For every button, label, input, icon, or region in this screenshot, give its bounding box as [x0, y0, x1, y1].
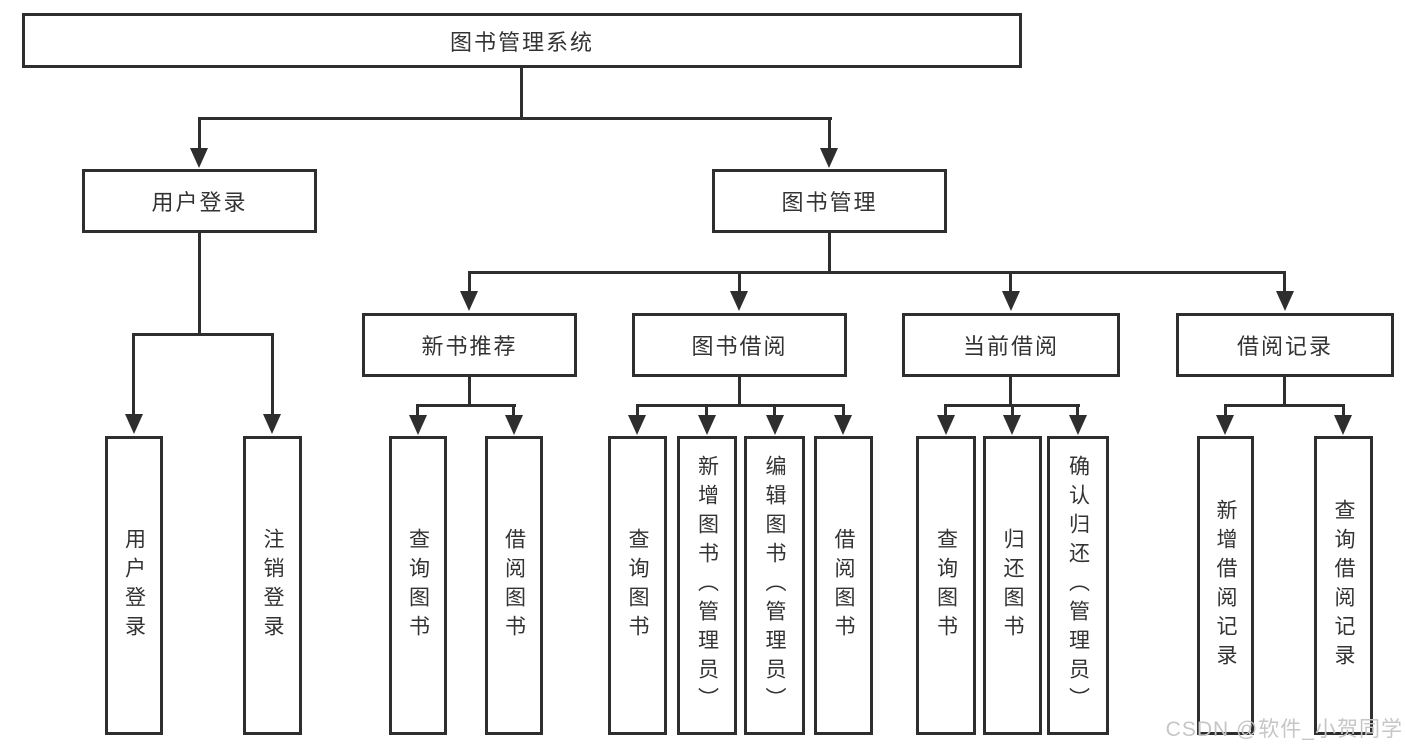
- arrowhead-currentborrow: [1002, 291, 1020, 311]
- connector-userlogin-stem: [198, 231, 201, 335]
- arrowhead-bookmgmt: [820, 148, 838, 168]
- connector-borrowrecord-bar: [1224, 404, 1345, 407]
- connector-br-query-drop: [1342, 404, 1345, 417]
- connector-bookborrow-bar: [636, 404, 844, 407]
- leaf-bb-edit-books-admin: 编辑图书（管理员）: [744, 436, 805, 735]
- arrowhead-userlogin: [190, 148, 208, 168]
- node-new-book-recommend: 新书推荐: [362, 313, 577, 377]
- leaf-nb-borrow-books-label: 借阅图书: [502, 527, 526, 644]
- arrowhead-bb-query: [628, 415, 646, 435]
- arrowhead-bb-borrow: [834, 415, 852, 435]
- node-current-borrowing: 当前借阅: [902, 313, 1120, 377]
- leaf-logout: 注销登录: [243, 436, 302, 735]
- connector-nb-query-drop: [416, 404, 419, 417]
- connector-level1-bar: [198, 117, 832, 120]
- arrowhead-bb-add: [698, 415, 716, 435]
- connector-bb-add-drop: [705, 404, 708, 417]
- node-book-borrowing: 图书借阅: [632, 313, 847, 377]
- connector-cb-confirm-drop: [1076, 404, 1079, 417]
- arrowhead-cb-return: [1003, 415, 1021, 435]
- connector-bookborrow-drop: [738, 271, 741, 294]
- leaf-nb-borrow-books: 借阅图书: [485, 436, 543, 735]
- arrowhead-login: [125, 414, 143, 434]
- node-library-system: 图书管理系统: [22, 13, 1022, 68]
- arrowhead-cb-confirm: [1069, 415, 1087, 435]
- node-user-login: 用户登录: [82, 169, 317, 233]
- connector-level2-bar: [468, 271, 1286, 274]
- connector-bb-query-drop: [636, 404, 639, 417]
- leaf-cb-query-books-label: 查询图书: [934, 527, 958, 644]
- connector-nb-borrow-drop: [512, 404, 515, 417]
- arrowhead-bb-edit: [766, 415, 784, 435]
- connector-userlogin-drop: [198, 117, 201, 150]
- leaf-br-add-record: 新增借阅记录: [1197, 436, 1254, 735]
- node-borrowing-records: 借阅记录: [1176, 313, 1394, 377]
- connector-userlogin-bar: [132, 333, 273, 336]
- connector-newbook-bar: [417, 404, 516, 407]
- leaf-user-login-label: 用户登录: [122, 527, 146, 644]
- leaf-cb-return-books-label: 归还图书: [1001, 527, 1024, 644]
- leaf-br-add-record-label: 新增借阅记录: [1214, 498, 1237, 673]
- connector-br-add-drop: [1224, 404, 1227, 417]
- leaf-bb-query-books: 查询图书: [608, 436, 667, 735]
- leaf-cb-return-books: 归还图书: [983, 436, 1042, 735]
- connector-bookborrow-stem: [738, 375, 741, 407]
- arrowhead-br-query: [1334, 415, 1352, 435]
- arrowhead-bookborrow: [730, 291, 748, 311]
- leaf-bb-borrow-books-label: 借阅图书: [832, 527, 855, 644]
- arrowhead-logout: [263, 414, 281, 434]
- leaf-br-query-record-label: 查询借阅记录: [1332, 498, 1355, 673]
- connector-borrowrecord-drop: [1283, 271, 1286, 294]
- connector-bb-borrow-drop: [842, 404, 845, 417]
- connector-newbook-drop: [468, 271, 471, 294]
- node-book-management: 图书管理: [712, 169, 947, 233]
- leaf-bb-borrow-books: 借阅图书: [814, 436, 873, 735]
- connector-bb-edit-drop: [773, 404, 776, 417]
- leaf-user-login: 用户登录: [105, 436, 163, 735]
- arrowhead-br-add: [1216, 415, 1234, 435]
- arrowhead-newbook: [460, 291, 478, 311]
- connector-cb-return-drop: [1011, 404, 1014, 417]
- connector-cb-query-drop: [944, 404, 947, 417]
- connector-currentborrow-drop: [1009, 271, 1012, 294]
- leaf-bb-query-books-label: 查询图书: [626, 527, 649, 644]
- connector-login-drop: [132, 333, 135, 416]
- leaf-nb-query-books-label: 查询图书: [406, 527, 430, 644]
- arrowhead-borrowrecord: [1276, 291, 1294, 311]
- connector-currentborrow-stem: [1009, 375, 1012, 407]
- arrowhead-nb-borrow: [505, 415, 523, 435]
- connector-newbook-stem: [468, 375, 471, 407]
- connector-bookmgmt-drop: [828, 117, 831, 150]
- csdn-watermark: CSDN @软件_小贺同学: [1165, 718, 1403, 741]
- leaf-bb-add-books-admin: 新增图书（管理员）: [677, 436, 737, 735]
- connector-root-stem: [520, 68, 523, 118]
- leaf-bb-add-books-admin-label: 新增图书（管理员）: [695, 455, 719, 716]
- connector-logout-drop: [271, 333, 274, 416]
- arrowhead-cb-query: [937, 415, 955, 435]
- connector-borrowrecord-stem: [1283, 375, 1286, 407]
- leaf-cb-query-books: 查询图书: [916, 436, 976, 735]
- leaf-bb-edit-books-admin-label: 编辑图书（管理员）: [763, 455, 786, 716]
- connector-bookmgmt-stem: [828, 231, 831, 274]
- leaf-br-query-record: 查询借阅记录: [1314, 436, 1373, 735]
- arrowhead-nb-query: [409, 415, 427, 435]
- leaf-cb-confirm-return-admin: 确认归还（管理员）: [1047, 436, 1109, 735]
- leaf-nb-query-books: 查询图书: [389, 436, 447, 735]
- leaf-logout-label: 注销登录: [261, 527, 284, 644]
- leaf-cb-confirm-return-admin-label: 确认归还（管理员）: [1066, 455, 1090, 716]
